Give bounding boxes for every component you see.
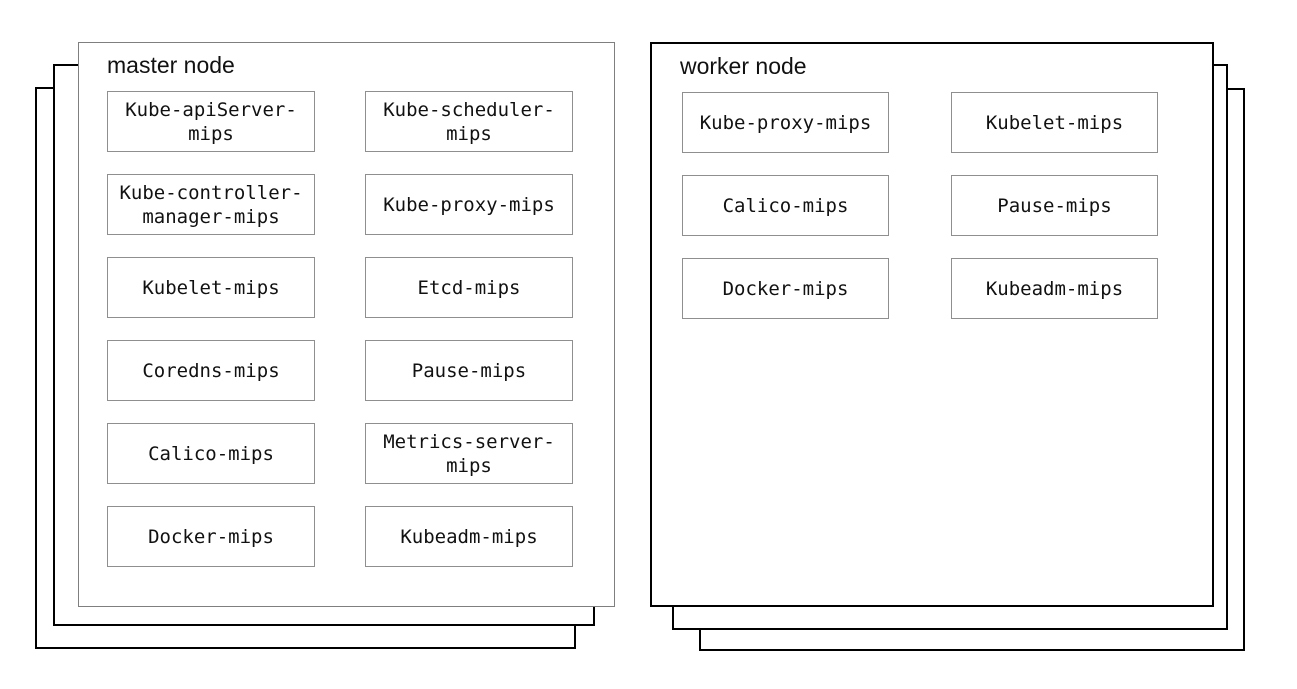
box-kube-apiserver-mips: Kube-apiServer-mips (107, 91, 315, 152)
master-node-title: master node (107, 52, 235, 78)
master-components-grid: Kube-apiServer-mips Kube-scheduler-mips … (107, 91, 573, 567)
box-coredns-mips: Coredns-mips (107, 340, 315, 401)
box-metrics-server-mips: Metrics-server-mips (365, 423, 573, 484)
box-docker-mips-worker: Docker-mips (682, 258, 889, 319)
box-kube-proxy-mips-master: Kube-proxy-mips (365, 174, 573, 235)
box-docker-mips-master: Docker-mips (107, 506, 315, 567)
box-calico-mips-worker: Calico-mips (682, 175, 889, 236)
box-pause-mips-master: Pause-mips (365, 340, 573, 401)
worker-node-title: worker node (680, 53, 807, 79)
box-kube-proxy-mips-worker: Kube-proxy-mips (682, 92, 889, 153)
box-kubelet-mips-master: Kubelet-mips (107, 257, 315, 318)
box-kube-controller-manager-mips: Kube-controller-manager-mips (107, 174, 315, 235)
box-pause-mips-worker: Pause-mips (951, 175, 1158, 236)
box-kubelet-mips-worker: Kubelet-mips (951, 92, 1158, 153)
box-kube-scheduler-mips: Kube-scheduler-mips (365, 91, 573, 152)
box-kubeadm-mips-worker: Kubeadm-mips (951, 258, 1158, 319)
box-kubeadm-mips-master: Kubeadm-mips (365, 506, 573, 567)
box-etcd-mips: Etcd-mips (365, 257, 573, 318)
worker-node-panel: worker node Kube-proxy-mips Kubelet-mips… (650, 42, 1214, 607)
box-calico-mips-master: Calico-mips (107, 423, 315, 484)
worker-components-grid: Kube-proxy-mips Kubelet-mips Calico-mips… (682, 92, 1158, 319)
master-node-panel: master node Kube-apiServer-mips Kube-sch… (78, 42, 615, 607)
